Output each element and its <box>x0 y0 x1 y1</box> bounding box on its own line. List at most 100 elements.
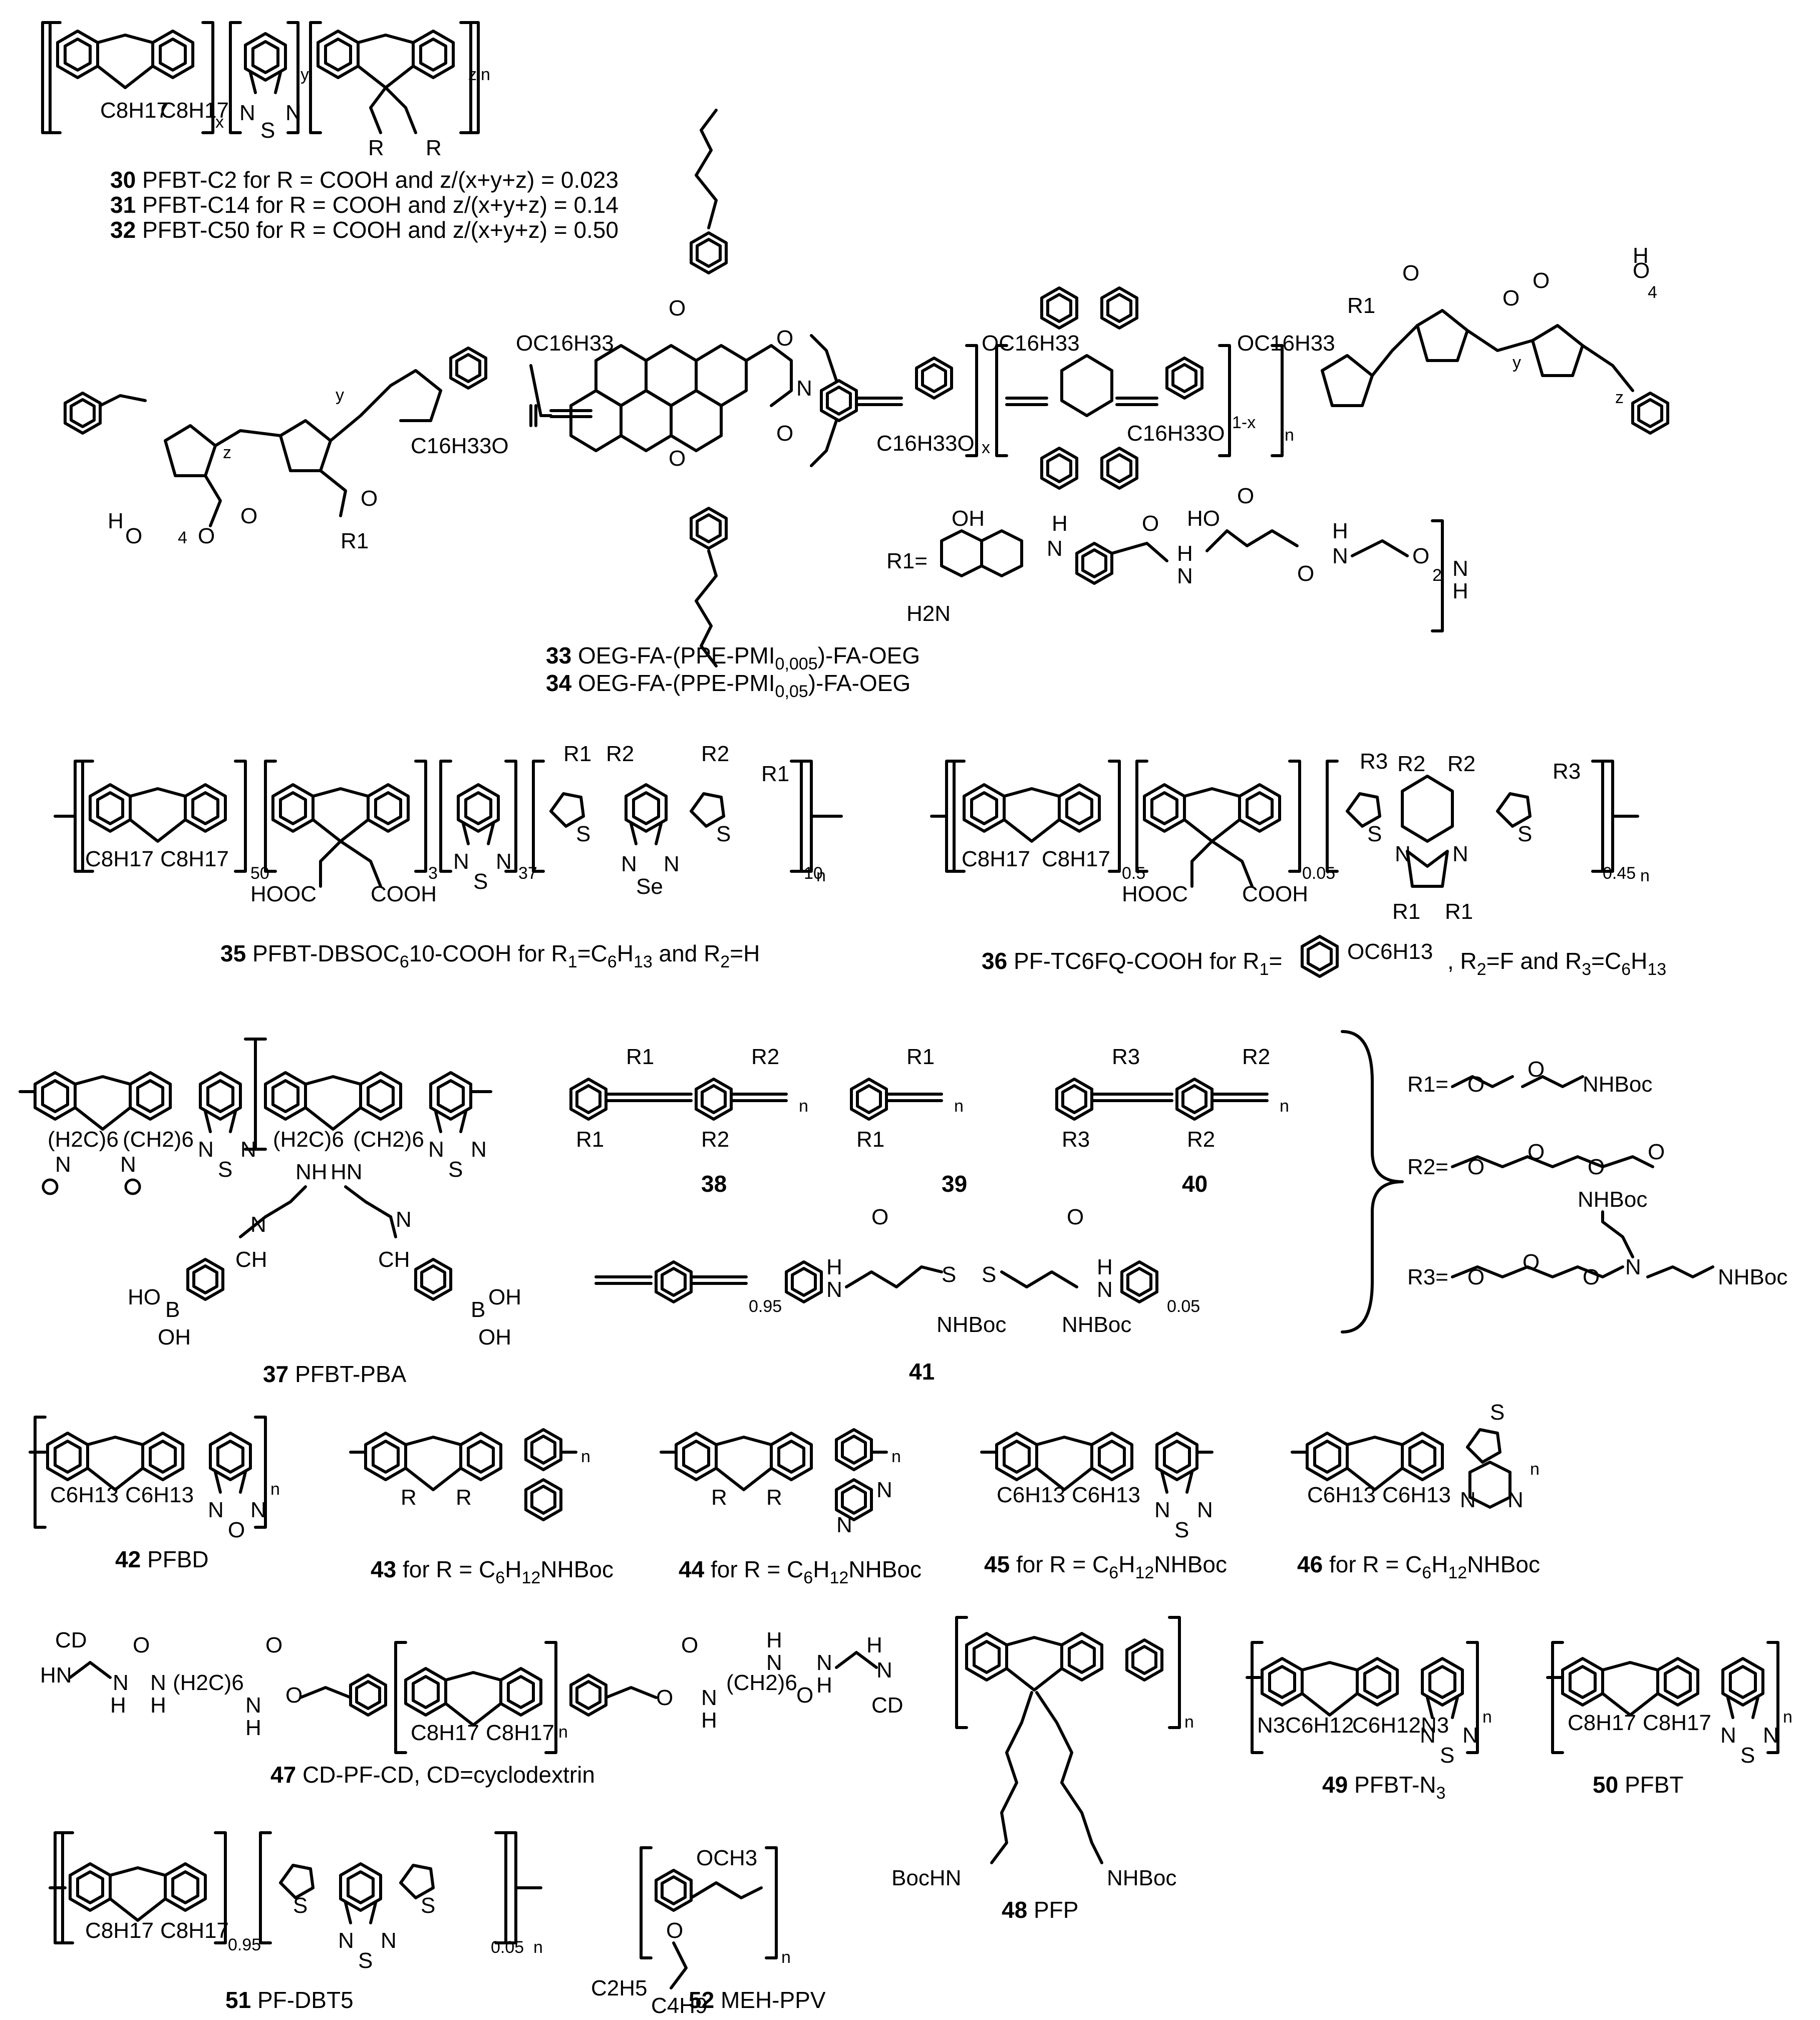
sub-y: y <box>300 65 309 84</box>
atom-c6h13: C6H13 <box>1307 1483 1376 1507</box>
atom-o: O <box>1467 1155 1484 1179</box>
caption-44: 44 for R = C6H12NHBoc <box>679 1556 922 1587</box>
atom-o: O <box>669 446 686 471</box>
caption-37: 37 PFBT-PBA <box>263 1361 407 1387</box>
atom-bochn: BocHN <box>891 1866 961 1890</box>
sub-y: y <box>336 386 344 405</box>
atom-r2: R2 <box>751 1045 779 1069</box>
atom-s: S <box>218 1157 232 1182</box>
atom-o: O <box>1402 261 1419 285</box>
atom-n: N <box>1720 1723 1736 1748</box>
atom-h: H <box>816 1673 832 1698</box>
atom-h: H <box>108 509 124 533</box>
atom-h2c6: (H2C)6 <box>48 1127 119 1152</box>
atom-cd: CD <box>871 1693 903 1718</box>
atom-och3: OCH3 <box>696 1846 757 1870</box>
atom-o: O <box>133 1633 150 1657</box>
atom-nhboc: NHBoc <box>937 1312 1006 1337</box>
sub-x: x <box>982 438 990 457</box>
caption-38: 38 <box>701 1171 727 1197</box>
sub-n: n <box>891 1447 901 1466</box>
atom-n: N <box>816 1650 832 1675</box>
atom-c6h13: C6H13 <box>1382 1483 1451 1507</box>
atom-r: R <box>711 1485 727 1510</box>
sub-2: 2 <box>1432 566 1442 585</box>
atom-c8h17: C8H17 <box>160 1918 229 1943</box>
atom-c8h17: C8H17 <box>160 98 229 123</box>
sub-10: 10 <box>804 864 823 883</box>
atom-h: H <box>766 1628 782 1652</box>
atom-s: S <box>1740 1743 1755 1768</box>
structure-33-34: R1 O O O 4 H O z y OC16H33 C16H33O O O N… <box>65 109 1668 701</box>
atom-n: N <box>150 1670 166 1695</box>
atom-n: N <box>1452 556 1468 581</box>
atom-nhboc: NHBoc <box>1718 1265 1787 1289</box>
atom-s: S <box>448 1157 463 1182</box>
sub-n: n <box>954 1097 964 1116</box>
atom-h: H <box>1332 519 1348 543</box>
atom-o: O <box>776 421 793 446</box>
atom-n: N <box>1332 544 1348 568</box>
sub-n: n <box>558 1723 568 1742</box>
atom-o: O <box>285 1683 302 1708</box>
structure-43: n R R 43 for R = C6H12NHBoc <box>349 1430 614 1587</box>
atom-c6h13: C6H13 <box>125 1483 194 1507</box>
atom-r1: R1 <box>626 1045 654 1069</box>
atom-o: O <box>669 296 686 320</box>
atom-c6h12n3: C6H12N3 <box>1352 1713 1449 1738</box>
atom-n: N <box>1097 1277 1113 1302</box>
atom-s: S <box>942 1262 956 1287</box>
atom-n: N <box>428 1137 444 1162</box>
atom-ch26: (CH2)6 <box>123 1127 194 1152</box>
caption-31: 31 PFBT-C14 for R = COOH and z/(x+y+z) =… <box>110 192 619 218</box>
atom-r2: R2 <box>1397 752 1425 776</box>
sub-n: n <box>270 1480 280 1499</box>
caption-32: 32 PFBT-C50 for R = COOH and z/(x+y+z) =… <box>110 217 619 243</box>
sub-1-x: 1-x <box>1232 413 1256 432</box>
atom-n: N <box>836 1513 852 1537</box>
atom-h2c6: (H2C)6 <box>273 1127 344 1152</box>
sub-n: n <box>1783 1708 1792 1727</box>
caption-51: 51 PF-DBT5 <box>225 1987 354 2013</box>
atom-o: O <box>1467 1072 1484 1097</box>
atom-n: N <box>471 1137 487 1162</box>
atom-n: N <box>1507 1488 1524 1512</box>
atom-r1: R1 <box>856 1127 884 1152</box>
atom-n: N <box>1047 536 1063 561</box>
atom-n: N <box>1177 564 1193 588</box>
atom-r2: R2 <box>701 742 729 766</box>
atom-hooc: HOOC <box>250 882 317 906</box>
caption-41: 41 <box>909 1359 935 1385</box>
structure-46: S N N n C6H13 C6H13 46 for R = C6H12NHBo… <box>1291 1400 1540 1582</box>
sub-z: z <box>468 65 477 84</box>
atom-c2h5: C2H5 <box>591 1976 648 2000</box>
sub-z: z <box>223 443 231 462</box>
caption-34: 34 OEG-FA-(PPE-PMI0,05)-FA-OEG <box>546 670 911 701</box>
atom-s: S <box>260 118 275 143</box>
sub-n: n <box>481 65 490 84</box>
atom-c6h13: C6H13 <box>50 1483 119 1507</box>
atom-o: O <box>666 1918 683 1943</box>
atom-c8h17: C8H17 <box>962 847 1030 871</box>
atom-n: N <box>120 1152 136 1177</box>
atom-s: S <box>1367 822 1382 846</box>
sub-n: n <box>799 1097 808 1116</box>
atom-n: N <box>1763 1723 1779 1748</box>
sub-0-05: 0.05 <box>491 1938 524 1957</box>
atom-r3: R3 <box>1553 759 1581 784</box>
caption-43: 43 for R = C6H12NHBoc <box>371 1556 614 1587</box>
atom-r2: R2 <box>701 1127 729 1152</box>
atom-r2: R2 <box>1447 752 1475 776</box>
atom-s: S <box>473 869 488 894</box>
atom-o: O <box>1533 268 1550 293</box>
atom-oh: OH <box>478 1325 511 1350</box>
atom-r: R <box>368 136 384 160</box>
atom-o: O <box>1648 1140 1665 1164</box>
atom-n: N <box>1197 1498 1213 1522</box>
atom-s: S <box>421 1893 435 1918</box>
sub-x: x <box>215 113 224 132</box>
atom-n: N <box>1462 1723 1478 1748</box>
atom-o: O <box>1528 1057 1545 1082</box>
atom-r3: R3 <box>1360 749 1388 774</box>
structure-49: N N S n N3C6H12 C6H12N3 49 PFBT-N3 <box>1246 1642 1492 1803</box>
